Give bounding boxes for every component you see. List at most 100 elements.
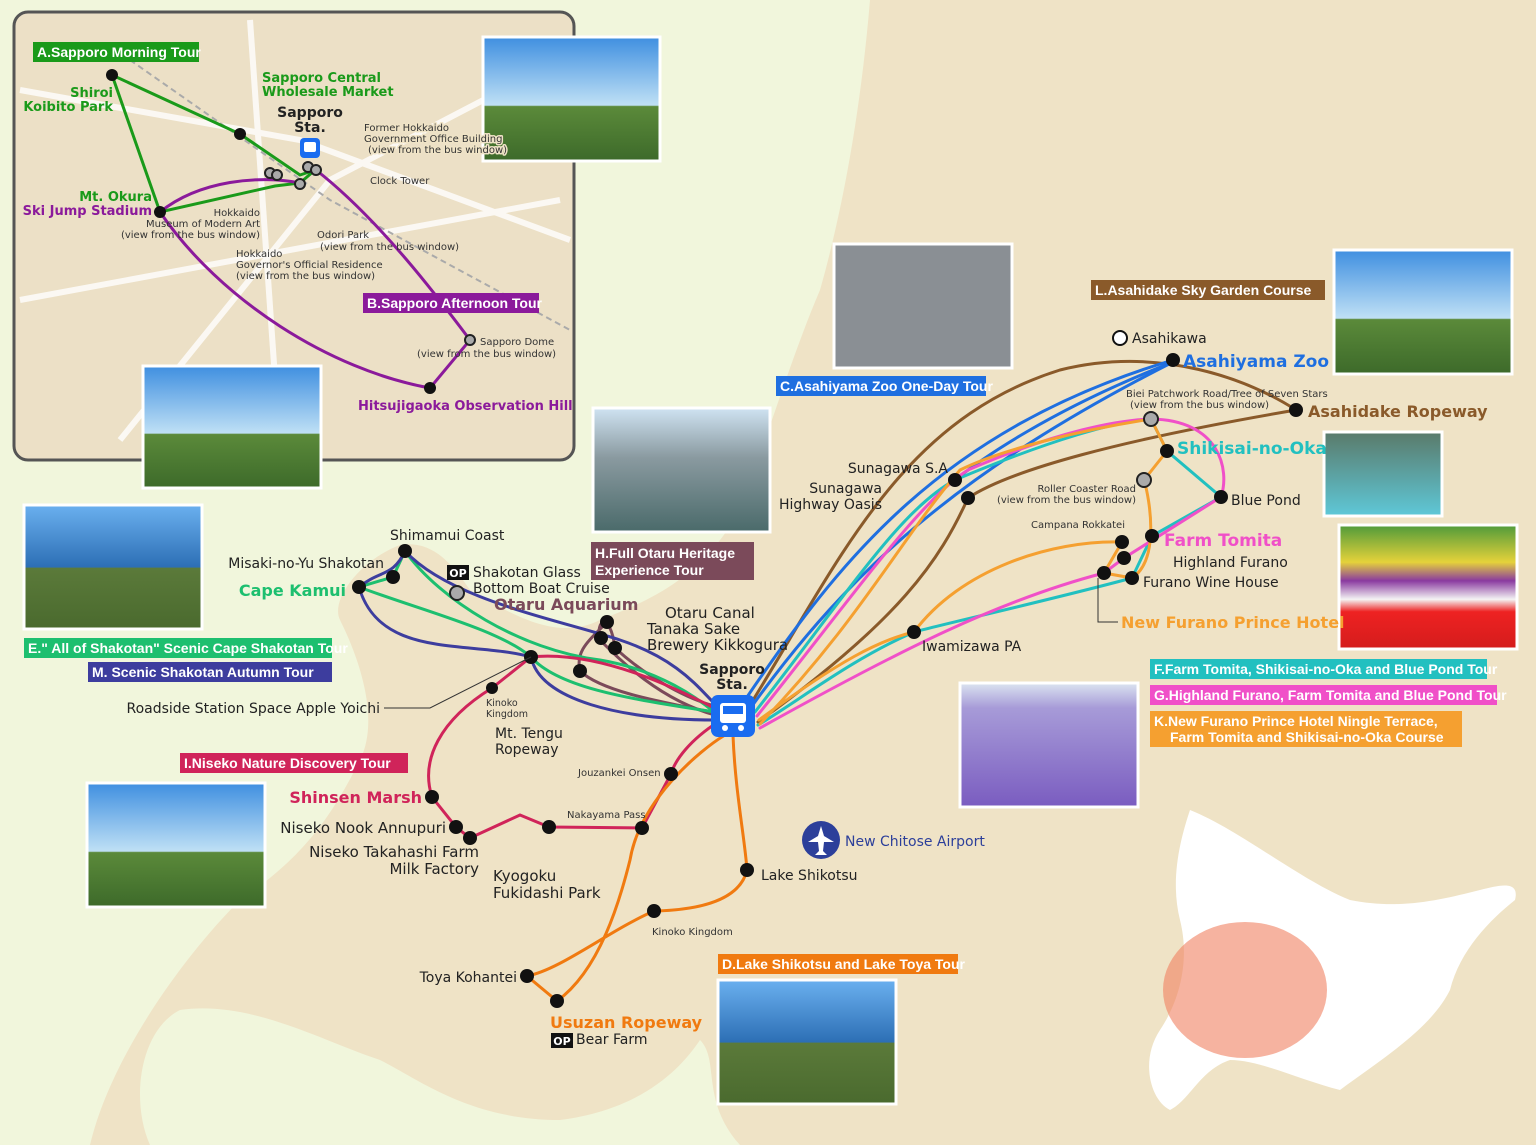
label-inset-station-2: Sta. xyxy=(294,120,326,136)
label-airport: New Chitose Airport xyxy=(845,834,985,850)
label-jouzankei: Jouzankei Onsen xyxy=(577,768,661,779)
label-market-2: Wholesale Market xyxy=(262,85,394,100)
label-tanaka: Tanaka Sake xyxy=(646,620,740,638)
label-sunagawa-oasis: Sunagawa xyxy=(809,481,882,497)
label-bear-farm: Bear Farm xyxy=(576,1032,648,1048)
label-tengu: Mt. Tengu xyxy=(495,726,563,742)
label-kinoko-n-2: Kingdom xyxy=(486,709,528,720)
stops xyxy=(352,330,1303,1008)
label-shikotsu: Lake Shikotsu xyxy=(761,868,858,884)
label-tengu-2: Ropeway xyxy=(495,742,558,758)
label-former-gov-3: (view from the bus window) xyxy=(368,145,507,156)
photo-blue-pond xyxy=(1322,430,1444,518)
photo-lavender xyxy=(958,681,1140,809)
tour-label-a[interactable]: A.Sapporo Morning Tour xyxy=(37,44,201,60)
label-biei-2: (view from the bus window) xyxy=(1130,400,1269,411)
label-inset-station: Sapporo xyxy=(277,105,343,121)
tour-label-h-2[interactable]: Experience Tour xyxy=(595,562,704,578)
photos xyxy=(22,35,1519,1106)
photo-penguins xyxy=(832,242,1014,370)
tour-label-k[interactable]: K.New Furano Prince Hotel Ningle Terrace… xyxy=(1154,713,1438,729)
label-okura: Mt. Okura xyxy=(79,190,152,205)
label-governor-2: Governor's Official Residence xyxy=(236,260,383,271)
photo-asahidake xyxy=(1332,248,1514,376)
tour-label-d[interactable]: D.Lake Shikotsu and Lake Toya Tour xyxy=(722,956,966,972)
label-roller: Roller Coaster Road xyxy=(1037,484,1136,495)
label-takahashi: Niseko Takahashi Farm xyxy=(309,843,479,861)
label-shiroi-2: Koibito Park xyxy=(23,100,113,115)
stop-shiroi xyxy=(106,69,118,81)
former-gov-labels: Former Hokkaido Government Office Buildi… xyxy=(363,122,509,158)
label-sunagawa-sa: Sunagawa S.A xyxy=(848,461,948,477)
label-shiroi: Shiroi xyxy=(70,86,113,101)
sapporo-station-bus-icon[interactable] xyxy=(711,695,755,737)
label-dome: Sapporo Dome xyxy=(480,337,554,348)
photo-otaru-canal xyxy=(591,406,772,534)
photo-mt-yotei xyxy=(85,781,267,909)
label-kinoko-s: Kinoko Kingdom xyxy=(652,927,733,938)
locator-highlight xyxy=(1163,922,1327,1058)
tour-label-b[interactable]: B.Sapporo Afternoon Tour xyxy=(367,295,543,311)
label-roller-2: (view from the bus window) xyxy=(997,495,1136,506)
label-asahiyama-zoo: Asahiyama Zoo xyxy=(1183,352,1329,372)
label-okura-2: Ski Jump Stadium xyxy=(23,204,152,219)
label-former-gov-2: Government Office Building xyxy=(364,134,502,145)
label-blue-pond: Blue Pond xyxy=(1231,493,1301,509)
label-kyogoku-2: Fukidashi Park xyxy=(493,884,601,902)
stop-market xyxy=(234,128,246,140)
tour-label-m[interactable]: M. Scenic Shakotan Autumn Tour xyxy=(92,664,314,680)
label-clock-tower: Clock Tower xyxy=(370,176,430,187)
label-station: Sapporo xyxy=(699,662,765,678)
label-odori: Odori Park xyxy=(317,230,369,241)
routes xyxy=(354,358,1298,1003)
label-toya: Toya Kohantei xyxy=(419,970,517,986)
label-shinsen: Shinsen Marsh xyxy=(289,788,422,807)
tour-labels: C.Asahiyama Zoo One-Day Tour L.Asahidake… xyxy=(24,280,1507,974)
photo-hitsujigaoka-statue xyxy=(141,364,323,490)
tour-label-c[interactable]: C.Asahiyama Zoo One-Day Tour xyxy=(780,378,993,394)
photo-farm-tomita xyxy=(1337,523,1519,651)
label-governor-3: (view from the bus window) xyxy=(236,271,375,282)
label-misaki: Misaki-no-Yu Shakotan xyxy=(228,556,384,572)
tour-label-l[interactable]: L.Asahidake Sky Garden Course xyxy=(1095,282,1312,298)
label-takahashi-2: Milk Factory xyxy=(389,860,479,878)
stop-hitsujigaoka xyxy=(424,382,436,394)
label-shikisai: Shikisai-no-Oka xyxy=(1177,439,1327,459)
airport-icon xyxy=(802,821,840,859)
label-governor: Hokkaido xyxy=(236,249,282,260)
label-hitsujigaoka: Hitsujigaoka Observation Hill xyxy=(358,399,573,414)
label-glass-boat-2: Bottom Boat Cruise xyxy=(473,581,610,597)
label-sunagawa-oasis-2: Highway Oasis xyxy=(779,497,882,513)
tour-label-h[interactable]: H.Full Otaru Heritage xyxy=(595,545,735,561)
label-nakayama: Nakayama Pass xyxy=(567,810,646,821)
label-cape-kamui: Cape Kamui xyxy=(239,581,346,600)
label-glass-boat: Shakotan Glass xyxy=(473,565,581,581)
label-niseko-nook: Niseko Nook Annupuri xyxy=(280,819,446,837)
label-museum-2: Museum of Modern Art xyxy=(146,219,260,230)
tour-label-i[interactable]: I.Niseko Nature Discovery Tour xyxy=(184,755,391,771)
label-campana: Campana Rokkatei xyxy=(1031,520,1125,531)
place-labels: Shimamui Coast Misaki-no-Yu Shakotan Cap… xyxy=(126,331,1488,1048)
label-museum-3: (view from the bus window) xyxy=(121,230,260,241)
label-kinoko-n: Kinoko xyxy=(486,698,518,709)
label-former-gov: Former Hokkaido xyxy=(364,123,449,134)
tour-label-e[interactable]: E." All of Shakotan" Scenic Cape Shakota… xyxy=(28,640,348,656)
label-usuzan: Usuzan Ropeway xyxy=(550,1013,703,1032)
label-iwamizawa: Iwamizawa PA xyxy=(922,639,1022,655)
photo-cape-kamui xyxy=(22,503,204,631)
label-tanaka-2: Brewery Kikkogura xyxy=(647,636,788,654)
label-otaru-canal: Otaru Canal xyxy=(665,604,755,622)
tour-label-f[interactable]: F.Farm Tomita, Shikisai-no-Oka and Blue … xyxy=(1154,661,1498,677)
label-yoichi: Roadside Station Space Apple Yoichi xyxy=(126,701,380,717)
label-station-2: Sta. xyxy=(716,677,748,693)
label-otaru-aquarium: Otaru Aquarium xyxy=(494,595,638,614)
tour-label-k-2[interactable]: Farm Tomita and Shikisai-no-Oka Course xyxy=(1170,729,1444,745)
label-asahidake: Asahidake Ropeway xyxy=(1308,402,1488,421)
label-kyogoku: Kyogoku xyxy=(493,867,556,885)
op-badge: OP xyxy=(449,567,466,580)
tour-label-g[interactable]: G.Highland Furano, Farm Tomita and Blue … xyxy=(1154,687,1507,703)
label-farm-tomita: Farm Tomita xyxy=(1164,531,1282,551)
label-highland: Highland Furano xyxy=(1173,555,1288,571)
label-prince-hotel: New Furano Prince Hotel xyxy=(1121,613,1345,632)
